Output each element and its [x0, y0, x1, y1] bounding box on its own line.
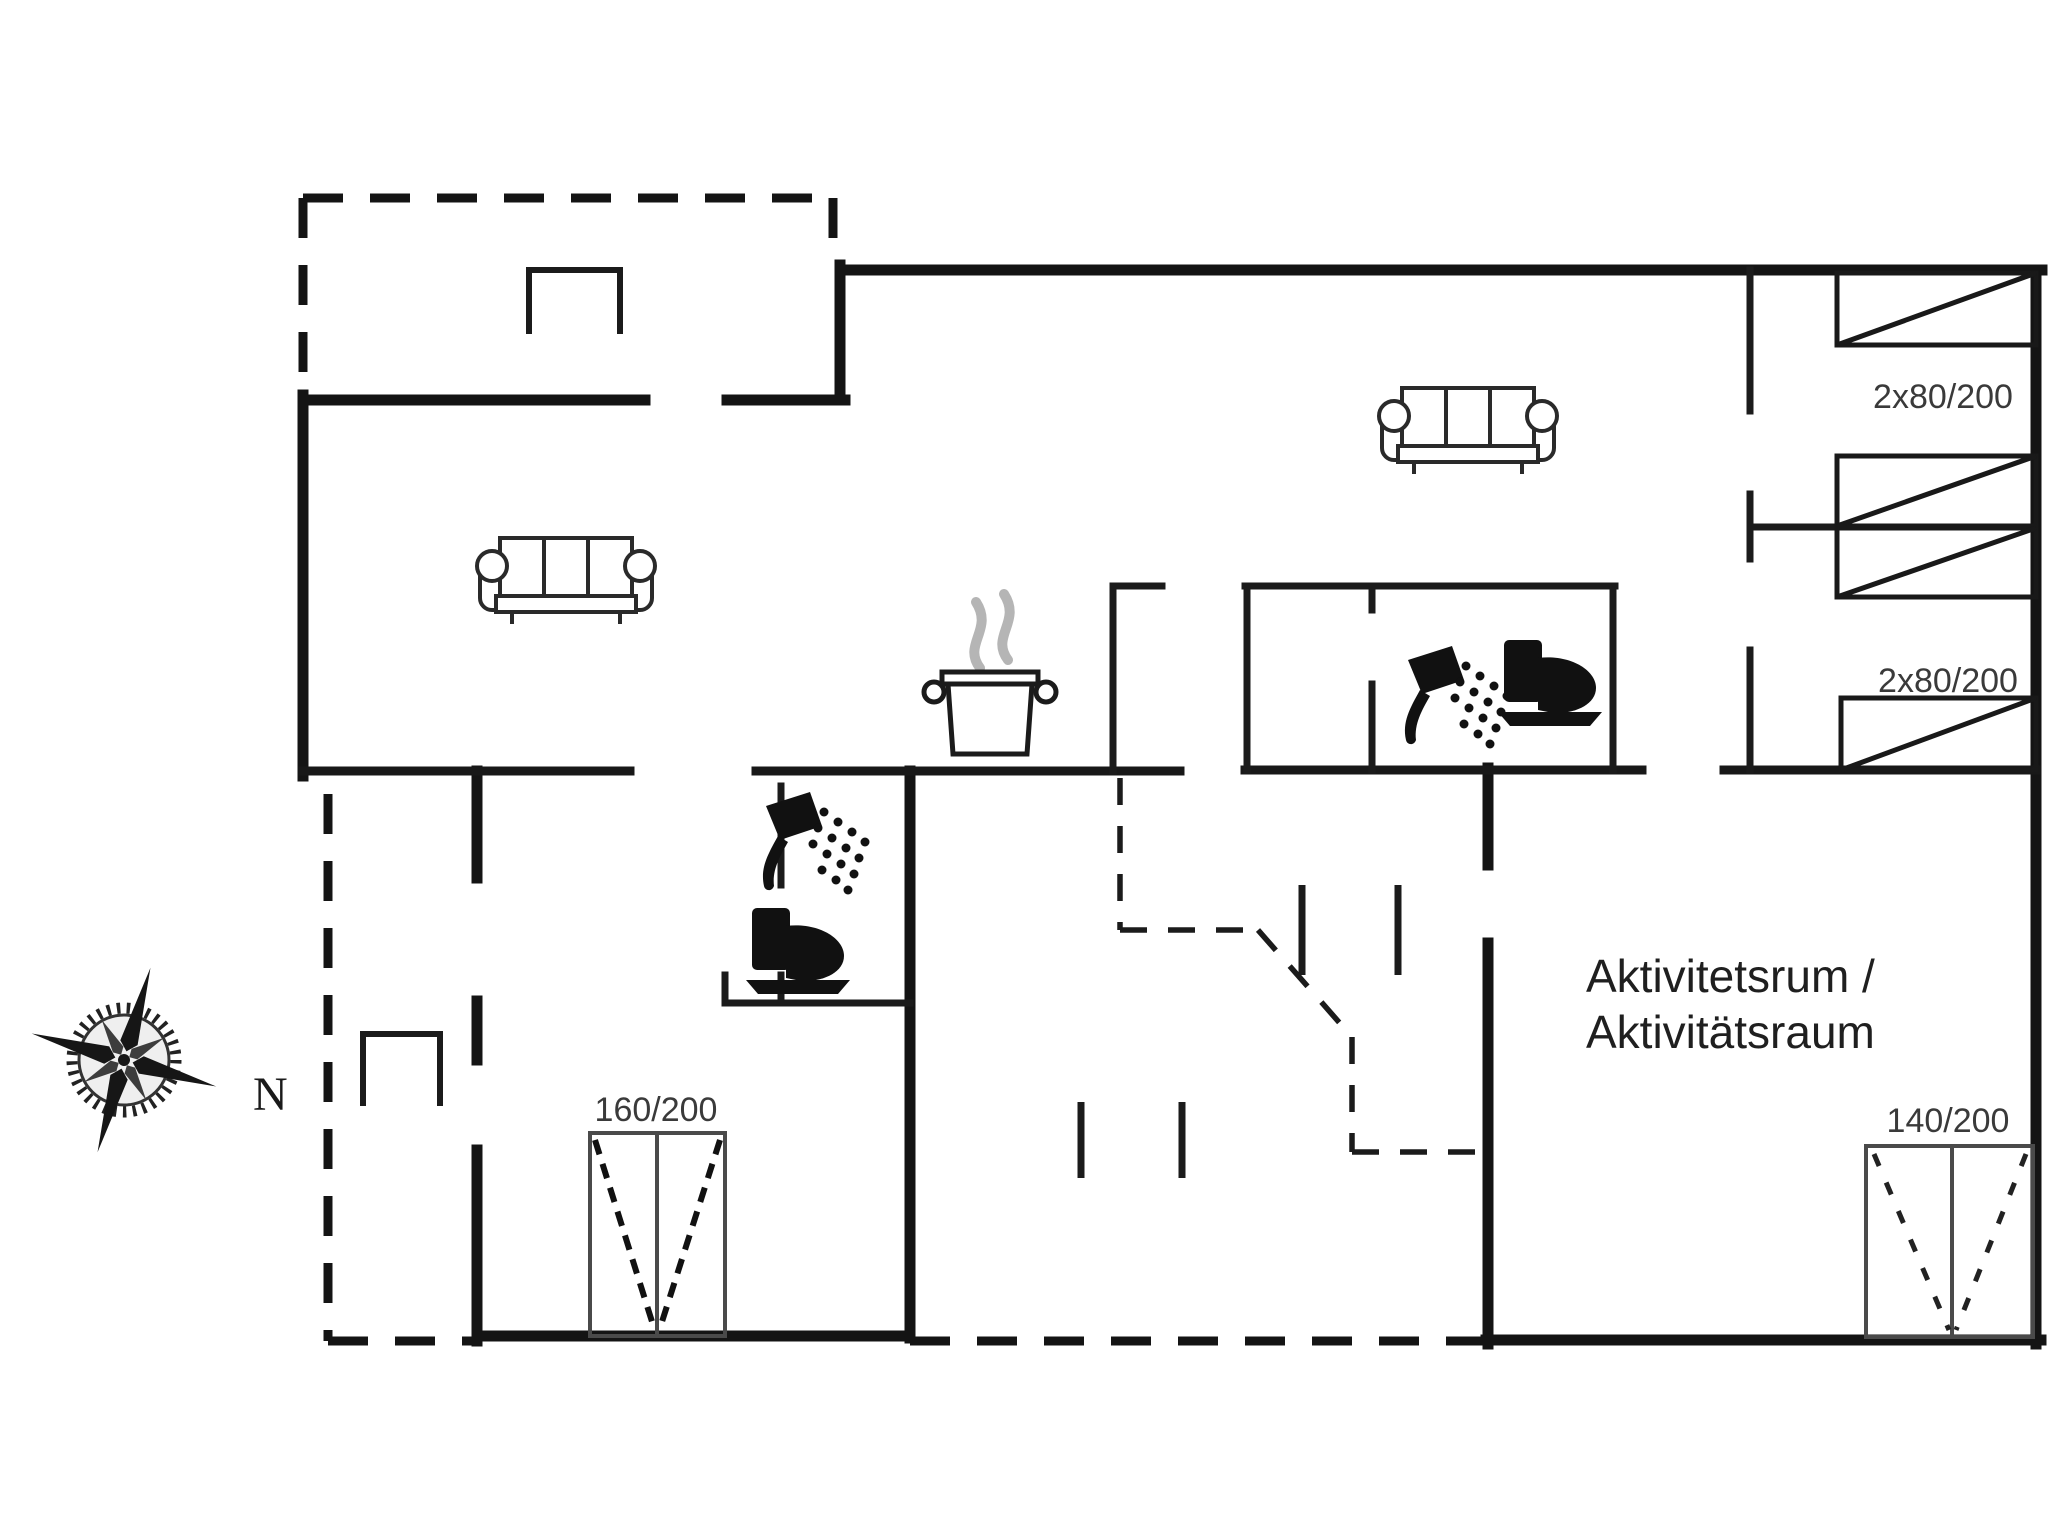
bunk-beds — [1834, 270, 2039, 773]
partition-walls — [721, 266, 1841, 1007]
double-bed-160 — [588, 1131, 727, 1338]
sofa-icon — [475, 536, 657, 626]
toilet-icon — [746, 908, 850, 994]
main-interior-walls — [298, 765, 2041, 776]
label-bedroom-top-beds: 2x80/200 — [1873, 378, 2013, 416]
room-label-activity-line2: Aktivitätsraum — [1586, 1006, 1875, 1058]
sofa-icon — [1377, 386, 1559, 476]
label-bedroom-bottom-beds: 2x80/200 — [1878, 662, 2018, 700]
compass-north-label: N — [253, 1068, 288, 1121]
opening-jambs — [1077, 885, 1402, 1178]
compass-rose-icon — [31, 967, 217, 1153]
room-label-activity-line1: Aktivitetsrum / — [1586, 950, 1875, 1002]
dashed-partition — [1117, 778, 1483, 1155]
label-double-bed-right: 140/200 — [1887, 1102, 2010, 1140]
exterior-walls — [297, 259, 2048, 1350]
shower-head-icon — [1404, 646, 1512, 749]
label-double-bed-left: 160/200 — [595, 1091, 718, 1129]
open-bench-icon — [360, 267, 623, 1106]
double-bed-140 — [1864, 1144, 2035, 1339]
toilet-icon — [1498, 640, 1602, 726]
cooking-pot-steam-icon — [921, 589, 1059, 757]
terrace-dashed-boundary — [298, 193, 1486, 1346]
